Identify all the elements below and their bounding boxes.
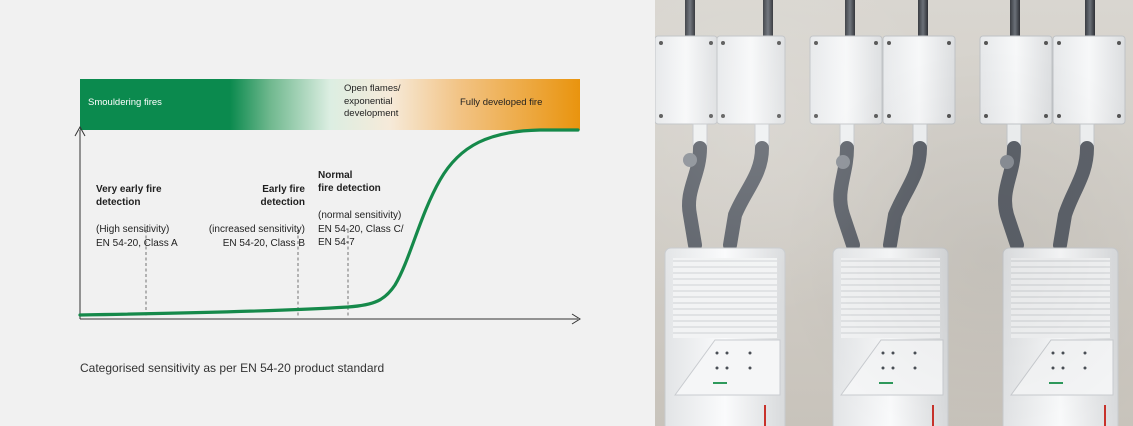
detection-class-a: Very early fire detection (High sensitiv… (96, 169, 178, 264)
fire-stage-bar: Smouldering fires Open flames/ exponenti… (80, 79, 580, 130)
detection-class-b: Early fire detection (increased sensitiv… (209, 169, 305, 264)
detection-class-c: Normal fire detection (normal sensitivit… (318, 155, 404, 263)
stage-fully-developed-label: Fully developed fire (460, 97, 543, 108)
fire-development-curve (78, 128, 580, 317)
wall-texture (655, 0, 1133, 426)
detection-class-b-detail: (increased sensitivity) EN 54-20, Class … (208, 224, 305, 249)
detection-class-c-detail: (normal sensitivity) EN 54-20, Class C/ … (318, 210, 404, 248)
red-cables (764, 405, 1106, 426)
detection-class-a-title: Very early fire detection (96, 183, 162, 209)
diagram-panel: Smouldering fires Open flames/ exponenti… (0, 0, 655, 426)
junction-boxes (655, 35, 1126, 125)
detection-class-b-title: Early fire detection (260, 183, 305, 209)
stage-smouldering-label: Smouldering fires (88, 97, 162, 108)
diagram-caption: Categorised sensitivity as per EN 54-20 … (80, 361, 385, 375)
fire-development-chart (74, 125, 581, 325)
aspirating-smoke-detector-units-photo (655, 0, 1126, 426)
brand-strips (713, 382, 1063, 384)
x-axis-arrow (571, 313, 581, 325)
detector-photo (655, 0, 1133, 426)
connector-stubs (692, 123, 1095, 147)
y-axis-arrow (74, 125, 86, 137)
box-screws (659, 41, 1121, 118)
conduits (685, 0, 1095, 38)
detection-class-a-detail: (High sensitivity) EN 54-20, Class A (96, 224, 178, 249)
detection-class-c-title: Normal fire detection (318, 169, 381, 195)
stage-open-flames-label: Open flames/ exponential development (344, 83, 401, 119)
indicator-leds (715, 351, 1087, 370)
pipe-fittings (683, 153, 1014, 169)
